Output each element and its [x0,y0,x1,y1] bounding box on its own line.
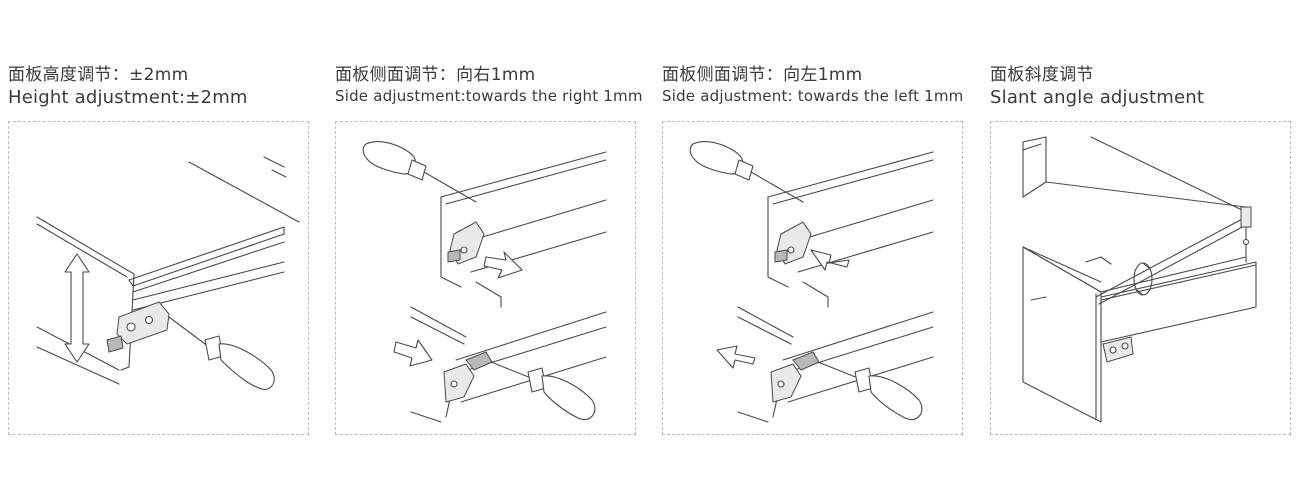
lower-drawer-detail [737,306,934,423]
arrow-left-icon [810,249,850,271]
panel-title-en: Height adjustment:±2mm [8,87,248,108]
illustration-frame [662,121,963,435]
panel-height-adjustment: 面板高度调节：±2mm Height adjustment:±2mm [8,0,318,500]
screwdriver-icon [362,141,477,203]
panel-slant-angle-adjustment: 面板斜度调节 Slant angle adjustment [990,0,1300,500]
panel-title-cn: 面板侧面调节：向左1mm [662,65,863,85]
adjustment-bracket [106,301,170,353]
drawer-box [1022,136,1257,343]
height-adjustment-illustration [36,156,300,390]
panel-title-cn: 面板高度调节：±2mm [8,65,189,85]
upper-drawer-detail [767,151,934,308]
drawer-front-panel [36,216,135,385]
panel-title-cn: 面板斜度调节 [990,65,1094,85]
panel-title-en: Side adjustment: towards the left 1mm [662,87,964,105]
panel-title-en: Slant angle adjustment [990,87,1205,108]
screwdriver-icon [689,141,804,203]
adjustment-rod [1095,206,1252,305]
arrow-right-icon [393,339,433,367]
panel-title-en: Side adjustment:towards the right 1mm [335,87,643,105]
panel-side-adjustment-right: 面板侧面调节：向右1mm Side adjustment:towards the… [335,0,645,500]
panel-side-adjustment-left: 面板侧面调节：向左1mm Side adjustment: towards th… [662,0,972,500]
side-adjustment-left-illustration [689,141,934,423]
arrow-right-icon [483,251,523,279]
drawer-front-panel [1022,246,1102,423]
panel-title-cn: 面板侧面调节：向右1mm [335,65,536,85]
arrow-right-icon [1030,256,1112,301]
screwdriver-icon [168,316,275,390]
side-adjustment-right-illustration [362,141,607,423]
upper-drawer-detail [440,151,607,308]
drawer-side [128,156,300,311]
rotate-icon [1133,262,1153,296]
screwdriver-icon [817,361,923,420]
slant-angle-illustration [1022,136,1257,423]
illustration-frame [335,121,636,435]
illustration-frame [8,121,309,435]
adjustment-bracket [1102,336,1134,363]
double-arrow-icon [64,253,90,363]
screwdriver-icon [490,361,596,420]
illustration-frame [990,121,1291,435]
arrow-left-icon [716,345,756,369]
